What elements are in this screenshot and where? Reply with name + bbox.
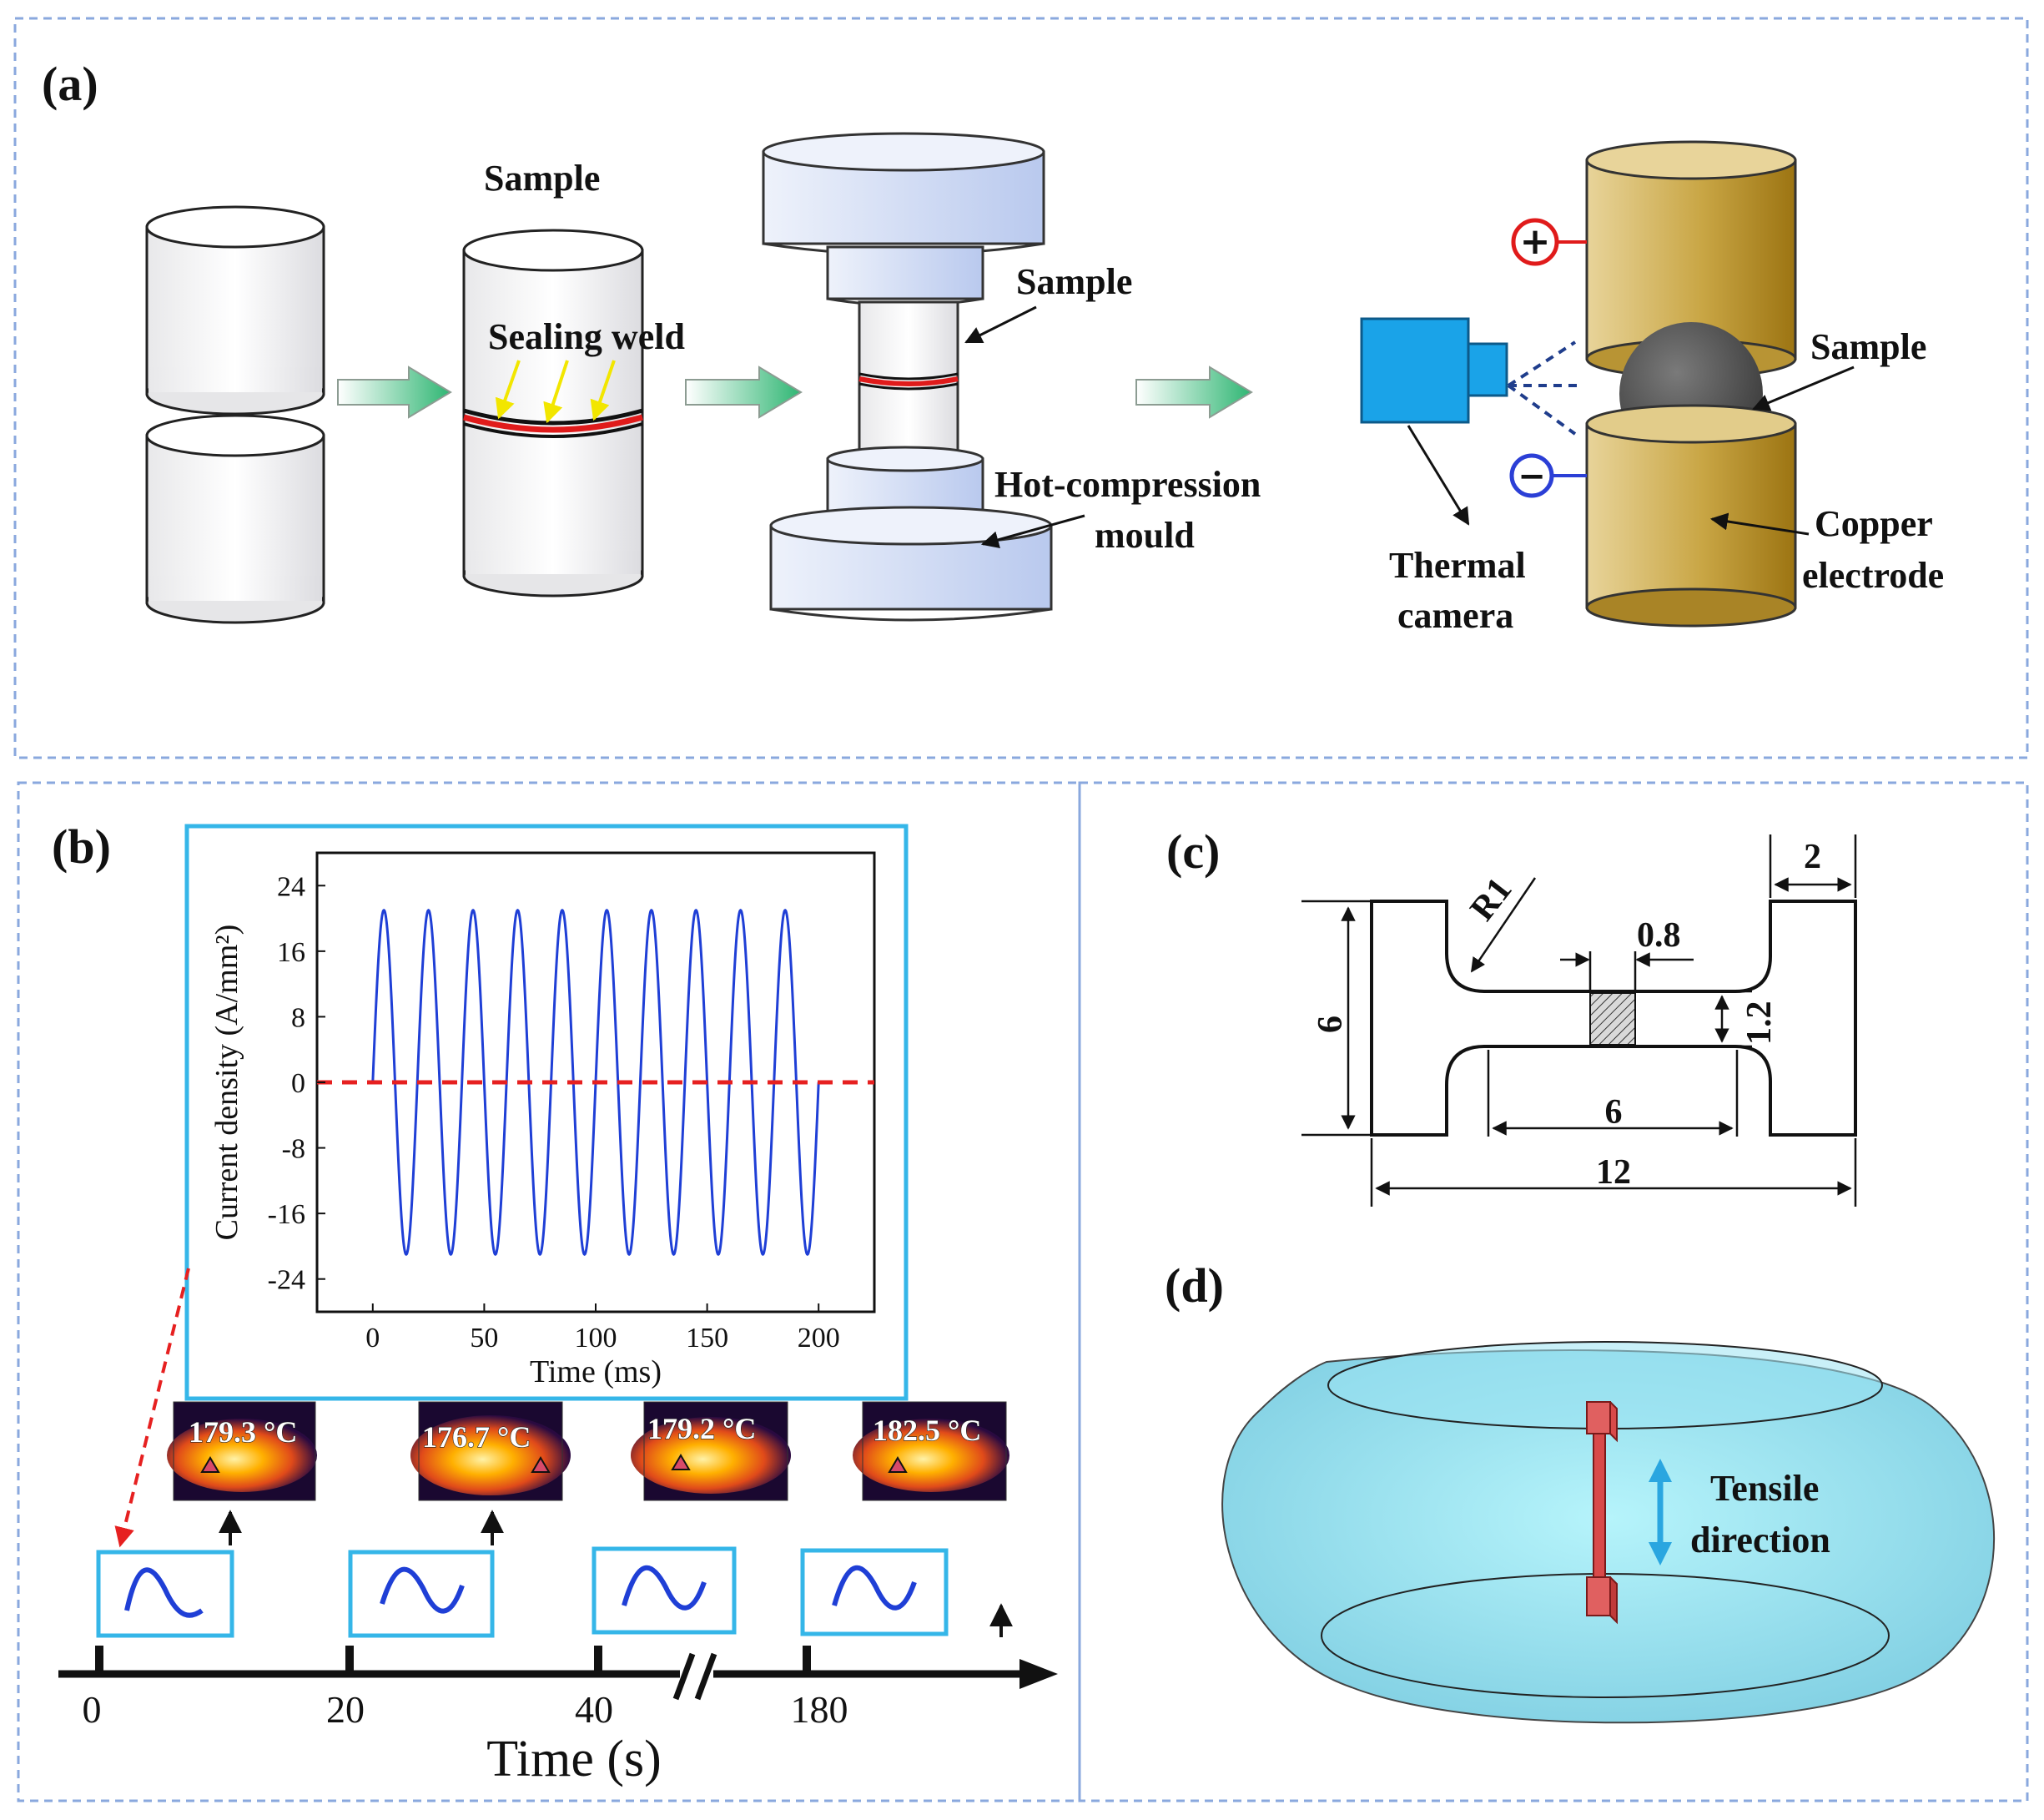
y-tick-label: -16 — [268, 1199, 305, 1230]
tensile-label-line1: Tensile — [1710, 1468, 1819, 1509]
time-tick-40: 40 — [575, 1688, 613, 1731]
y-tick-label: 16 — [277, 937, 305, 968]
x-axis-label: Time (ms) — [530, 1354, 662, 1389]
pulse-box-2 — [348, 1550, 495, 1638]
y-tick-label: 8 — [291, 1002, 305, 1033]
y-tick-label: 24 — [277, 871, 305, 902]
pulse-box-3 — [592, 1546, 737, 1635]
time-tick-0: 0 — [83, 1688, 102, 1731]
thermal-image-2 — [410, 1401, 571, 1501]
current-density-chart: 0 50 100 150 200 24 16 8 0 -8 -16 -24 Time (ms) Cur… — [209, 851, 876, 1389]
thermal-image-1 — [167, 1401, 317, 1501]
torus — [1221, 1341, 1995, 1724]
sample-label-1: Sample — [484, 158, 600, 199]
copper-electrode-bottom — [1585, 404, 1797, 628]
hot-compression-mould — [762, 132, 1053, 622]
process-arrow-1 — [337, 366, 452, 419]
positive-terminal: + — [1511, 218, 1587, 266]
thermal-reading-4: 182.5 °C — [873, 1414, 981, 1447]
x-tick-label: 150 — [686, 1323, 728, 1354]
camera-view-line-1 — [1507, 340, 1577, 387]
camera-pointer — [1407, 425, 1470, 526]
weld-arrow-2 — [543, 360, 569, 424]
dim-12: 12 — [1596, 1153, 1631, 1192]
mould-pointer — [980, 514, 1085, 549]
x-tick-label: 50 — [470, 1323, 498, 1354]
camera-label-line1: Thermal — [1389, 545, 1526, 586]
pulse-box-4 — [800, 1548, 949, 1636]
chart-inset-frame — [184, 824, 909, 1401]
camera-label-line2: camera — [1397, 595, 1513, 636]
panel-c-label: (c) — [1166, 824, 1220, 879]
panel-cd-frame — [1078, 781, 2029, 1802]
electrode-pointer — [1709, 512, 1810, 536]
sealing-weld-label: Sealing weld — [488, 316, 685, 357]
y-tick-label: -8 — [282, 1134, 305, 1165]
cylinder-bottom — [145, 414, 325, 624]
thermal-image-4 — [853, 1401, 1009, 1501]
tensile-specimen-3d — [1586, 1401, 1618, 1625]
thermal-reading-1: 179.3 °C — [189, 1415, 297, 1449]
electrode-label-line2: electrode — [1802, 555, 1944, 596]
time-tick-20: 20 — [326, 1688, 365, 1731]
mould-label-line2: mould — [1095, 515, 1195, 556]
dim-lines — [1301, 834, 1857, 1207]
cylinder-top — [145, 205, 325, 416]
weld-arrow-1 — [495, 360, 521, 420]
dim-0-8: 0.8 — [1637, 916, 1681, 955]
dim-6-gauge: 6 — [1605, 1093, 1623, 1132]
process-arrow-3 — [1135, 366, 1253, 419]
thermal-camera — [1360, 317, 1508, 424]
plus-sign: + — [1520, 220, 1551, 263]
thermal-reading-3: 179.2 °C — [647, 1412, 756, 1445]
thermal-image-3 — [631, 1401, 791, 1501]
mould-label-line1: Hot-compression — [994, 464, 1261, 505]
tensile-specimen-drawing — [1370, 900, 1857, 1137]
sample-label-2: Sample — [1016, 261, 1132, 302]
panel-b-frame — [17, 781, 1081, 1802]
panel-b-label: (b) — [52, 819, 111, 874]
dim-2: 2 — [1804, 838, 1821, 876]
panel-d-label: (d) — [1165, 1258, 1224, 1313]
y-tick-label: -24 — [268, 1265, 305, 1296]
process-arrow-2 — [685, 366, 803, 419]
x-tick-label: 100 — [575, 1323, 617, 1354]
camera-view-line-3 — [1507, 384, 1577, 436]
tensile-label-line2: direction — [1690, 1520, 1830, 1560]
negative-terminal: − — [1509, 453, 1587, 498]
pulse-box-1 — [96, 1550, 234, 1638]
sample-label-3: Sample — [1810, 326, 1926, 367]
timeline-label: Time (s) — [486, 1731, 662, 1787]
electrode-label-line1: Copper — [1815, 503, 1933, 544]
x-tick-label: 200 — [798, 1323, 840, 1354]
dim-6-height: 6 — [1311, 1016, 1350, 1033]
y-axis-label: Current density (A/mm²) — [209, 925, 244, 1241]
dim-1-2: 1.2 — [1740, 1001, 1779, 1046]
panel-a-label: (a) — [42, 57, 98, 111]
x-tick-label: 0 — [365, 1323, 380, 1354]
thermal-reading-2: 176.7 °C — [422, 1420, 531, 1454]
sample-pointer-3 — [1752, 366, 1855, 411]
zoom-arrow — [114, 1268, 190, 1548]
dim-r1: R1 — [1463, 870, 1520, 928]
time-axis — [58, 1646, 1058, 1701]
y-tick-label: 0 — [291, 1068, 305, 1099]
minus-sign: − — [1518, 457, 1546, 496]
sample-pointer-2 — [964, 305, 1037, 344]
welded-sample — [462, 229, 644, 597]
weld-arrow-3 — [590, 360, 616, 421]
time-tick-180: 180 — [791, 1688, 848, 1731]
